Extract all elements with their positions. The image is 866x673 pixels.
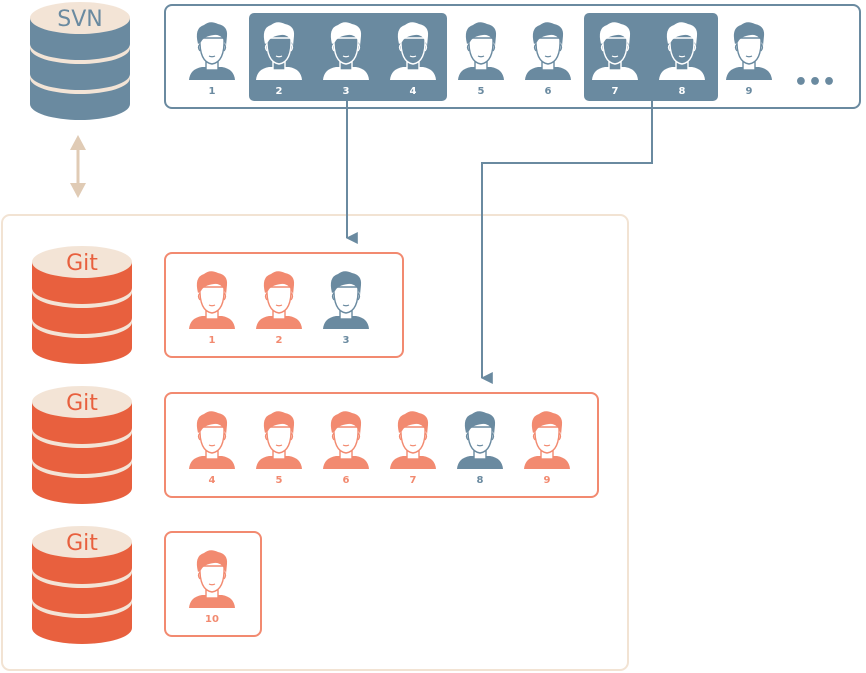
- user-number: 2: [276, 335, 283, 346]
- svn-user-list: 1 2 3 4 5 6 7 8 9: [189, 22, 772, 97]
- database-label: Git: [66, 391, 98, 416]
- git-database-icon: Git: [32, 386, 132, 504]
- user-number: 3: [343, 86, 350, 97]
- svn-user-9[interactable]: 9: [726, 22, 772, 97]
- user-avatar-icon: [726, 22, 772, 80]
- user-number: 6: [545, 86, 552, 97]
- user-avatar-icon: [189, 271, 235, 329]
- user-avatar-icon: [256, 22, 302, 80]
- more-users-ellipsis[interactable]: •••: [794, 70, 836, 95]
- git-database-icon: Git: [32, 246, 132, 364]
- svn-user-4[interactable]: 4: [390, 22, 436, 97]
- user-number: 2: [276, 86, 283, 97]
- svn-user-2[interactable]: 2: [256, 22, 302, 97]
- git-database-icon: Git: [32, 526, 132, 644]
- svn-user-6[interactable]: 6: [525, 22, 571, 97]
- user-avatar-icon: [323, 271, 369, 329]
- git-user-8[interactable]: 8: [457, 411, 503, 486]
- user-avatar-icon: [390, 411, 436, 469]
- user-number: 6: [343, 475, 350, 486]
- user-avatar-icon: [189, 550, 235, 608]
- database-label: SVN: [57, 7, 102, 32]
- selection-group-7-8[interactable]: [584, 13, 718, 101]
- svn-user-8[interactable]: 8: [659, 22, 705, 97]
- svn-database-icon: SVN: [30, 2, 130, 120]
- git-user-9[interactable]: 9: [524, 411, 570, 486]
- user-avatar-icon: [189, 411, 235, 469]
- user-number: 1: [209, 335, 216, 346]
- git-repo-2: Git 4 5 6 7 8 9: [32, 386, 599, 504]
- user-avatar-icon: [592, 22, 638, 80]
- git-user-4[interactable]: 4: [189, 411, 235, 486]
- database-label: Git: [66, 251, 98, 276]
- user-avatar-icon: [457, 411, 503, 469]
- user-number: 5: [276, 475, 283, 486]
- user-number: 5: [478, 86, 485, 97]
- user-number: 8: [679, 86, 686, 97]
- user-avatar-icon: [524, 411, 570, 469]
- svn-user-3[interactable]: 3: [323, 22, 369, 97]
- git-repo-3: Git 10: [32, 526, 262, 644]
- user-number: 8: [477, 475, 484, 486]
- svn-user-1[interactable]: 1: [189, 22, 235, 97]
- user-number: 9: [544, 475, 551, 486]
- user-avatar-icon: [458, 22, 504, 80]
- user-avatar-icon: [390, 22, 436, 80]
- database-label: Git: [66, 531, 98, 556]
- user-avatar-icon: [659, 22, 705, 80]
- user-avatar-icon: [525, 22, 571, 80]
- user-number: 4: [410, 86, 417, 97]
- git-user-10[interactable]: 10: [189, 550, 235, 625]
- git-user-7[interactable]: 7: [390, 411, 436, 486]
- git-user-1[interactable]: 1: [189, 271, 235, 346]
- user-avatar-icon: [256, 271, 302, 329]
- user-avatar-icon: [323, 411, 369, 469]
- user-avatar-icon: [256, 411, 302, 469]
- user-number: 1: [209, 86, 216, 97]
- git-user-5[interactable]: 5: [256, 411, 302, 486]
- git-repo-2-users-box: [164, 392, 599, 498]
- user-avatar-icon: [189, 22, 235, 80]
- double-arrow-vertical-icon: [70, 135, 86, 198]
- git-repo-1: Git 1 2 3: [32, 246, 404, 364]
- svn-user-5[interactable]: 5: [458, 22, 504, 97]
- user-number: 9: [746, 86, 753, 97]
- user-number: 3: [343, 335, 350, 346]
- user-number: 7: [410, 475, 417, 486]
- svn-user-7[interactable]: 7: [592, 22, 638, 97]
- git-user-3[interactable]: 3: [323, 271, 369, 346]
- git-user-6[interactable]: 6: [323, 411, 369, 486]
- git-user-2[interactable]: 2: [256, 271, 302, 346]
- user-number: 7: [612, 86, 619, 97]
- svn-db-cylinder: SVN: [30, 2, 130, 120]
- user-avatar-icon: [323, 22, 369, 80]
- user-number: 4: [209, 475, 216, 486]
- user-number: 10: [205, 614, 219, 625]
- connection-svn-user-8-to-git-repo-2: [480, 101, 653, 384]
